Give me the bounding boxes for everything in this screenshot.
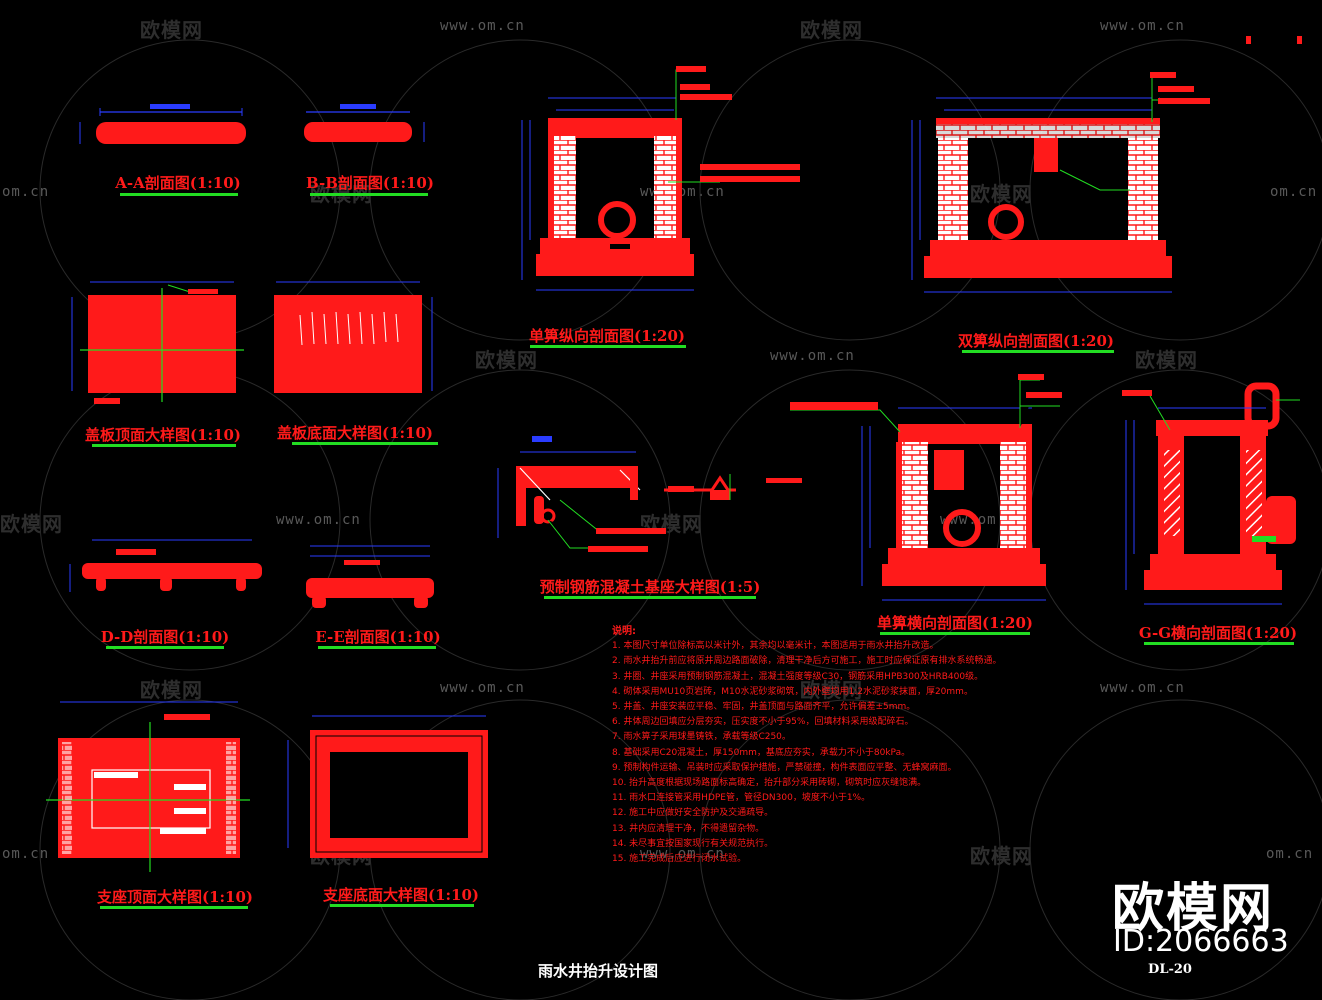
watermark-url: www.om.cn [640,846,725,862]
watermark-brand: 欧模网 [970,844,1033,868]
brand-logo-text: 欧模网 [1112,879,1275,939]
watermark-url: om.cn [1270,184,1318,200]
note-line: 9. 预制构件运输、吊装时应采取保护措施，严禁碰撞，构件表面应平整、无蜂窝麻面。 [612,762,957,773]
view-label-ee: E-E剖面图(1:10) [315,628,441,646]
watermark-url: om.cn [1266,846,1314,862]
note-line: 15. 施工完成后应进行闭水试验。 [612,854,747,865]
watermark-url: www.om.cn [440,680,525,696]
view-label-dd: D-D剖面图(1:10) [100,628,230,646]
label-underline [120,193,238,196]
watermark-brand: 欧模网 [1135,348,1198,372]
aa-section-drawing [79,104,246,144]
note-line: 8. 基础采用C20混凝土，厚150mm，基底应夯实，承载力不小于80kPa。 [612,747,911,758]
note-line: 14. 未尽事宜按国家现行有关规范执行。 [612,838,774,849]
watermark-url: www.om.cn [1100,18,1185,34]
watermark-brand: 欧模网 [970,182,1033,206]
label-underline [962,350,1114,353]
view-label-double-long: 双箅纵向剖面图(1:20) [957,332,1115,350]
view-label-gg: G-G横向剖面图(1:20) [1138,624,1298,642]
label-underline [1144,642,1294,645]
view-label-cover-top: 盖板顶面大样图(1:10) [84,426,242,444]
drawing-title: 雨水井抬升设计图 [537,962,659,980]
label-underline [318,646,436,649]
watermark-url: www.om.cn [276,512,361,528]
label-underline [880,632,1030,635]
design-notes: 说明: 1. 本图尺寸单位除标高以米计外，其余均以毫米计，本图适用于雨水井抬升改… [612,624,1302,867]
bb-section-drawing [304,104,425,142]
label-underline [530,345,686,348]
watermark-brand: 欧模网 [0,512,63,536]
seat-bottom-drawing [287,715,488,858]
watermark-brand: 欧模网 [140,678,203,702]
revision-marks [1246,36,1302,44]
precast-drawing [497,436,802,552]
label-underline [544,596,756,599]
label-underline [100,906,248,909]
watermark-url: www.om.cn [440,18,525,34]
watermark-url: www.om.cn [770,348,855,364]
view-label-single-trans: 单箅横向剖面图(1:20) [876,614,1034,632]
note-line: 5. 井盖、井座安装应平稳、牢固，井盖顶面与路面齐平，允许偏差±5mm。 [612,702,916,713]
view-label-aa: A-A剖面图(1:10) [115,174,241,192]
watermark-brand: 欧模网 [800,18,863,42]
single-long-drawing [521,66,800,291]
note-line: 6. 井体周边回填应分层夯实，压实度不小于95%，回填材料采用级配碎石。 [612,717,914,728]
note-line: 12. 施工中应做好安全防护及交通疏导。 [612,808,774,819]
label-underline [310,193,428,196]
label-underline [330,904,474,907]
view-label-bb: B-B剖面图(1:10) [306,174,434,192]
watermark-brand: 欧模网 [140,18,203,42]
view-label-seat-top: 支座顶面大样图(1:10) [96,888,254,906]
asset-id: ID:2066663 [1113,924,1289,959]
note-line: 3. 井圈、井座采用预制钢筋混凝土，混凝土强度等级C30，钢筋采用HPB300及… [612,671,984,682]
view-label-single-long: 单箅纵向剖面图(1:20) [528,327,686,345]
cover-bottom-drawing [274,281,433,393]
view-label-seat-bottom: 支座底面大样图(1:10) [322,886,480,904]
single-trans-drawing [790,374,1062,601]
watermark-brand: 欧模网 [475,348,538,372]
watermark-url: om.cn [2,184,50,200]
gg-drawing [1122,382,1300,605]
seat-top-drawing [46,701,250,872]
watermark-brand: 欧模网 [800,678,863,702]
note-line: 2. 雨水井抬升前应将原井周边路面破除，清理干净后方可施工，施工时应保证原有排水… [612,656,1002,667]
dd-section-drawing [69,539,262,592]
notes-heading: 说明: [612,626,636,637]
watermark-url: www.om.cn [1100,680,1185,696]
label-underline [292,442,438,445]
note-line: 4. 砌体采用MU10页岩砖，M10水泥砂浆砌筑，内外壁均用1:2水泥砂浆抹面，… [612,686,973,697]
note-line: 1. 本图尺寸单位除标高以米计外，其余均以毫米计，本图适用于雨水井抬升改造。 [612,641,939,652]
label-underline [106,646,224,649]
cover-top-drawing [71,281,244,404]
label-underline [92,444,236,447]
view-label-cover-bottom: 盖板底面大样图(1:10) [276,424,434,442]
note-line: 13. 井内应清理干净，不得遗留杂物。 [612,823,765,834]
sheet-number: DL-20 [1148,962,1192,977]
note-line: 7. 雨水箅子采用球墨铸铁，承载等级C250。 [612,732,791,743]
ee-section-drawing [306,545,434,608]
double-long-drawing [911,72,1210,293]
watermark-url: om.cn [2,846,50,862]
view-label-precast: 预制钢筋混凝土基座大样图(1:5) [539,578,761,596]
note-line: 10. 抬升高度根据现场路面标高确定，抬升部分采用砖砌，砌筑时应灰缝饱满。 [612,778,927,789]
note-line: 11. 雨水口连接管采用HDPE管，管径DN300，坡度不小于1%。 [612,793,871,804]
